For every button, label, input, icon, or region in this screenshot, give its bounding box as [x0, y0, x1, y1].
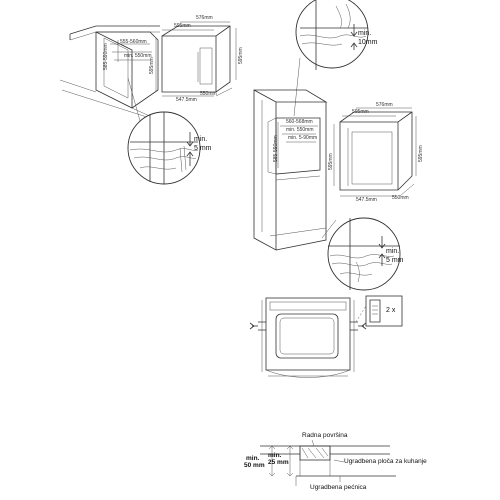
- fig2-oven-depth2: 547.5mm: [356, 197, 377, 203]
- fig1-cab-width: 555-560mm: [120, 39, 147, 45]
- fig2-gap2-min: min.: [386, 248, 400, 255]
- fig2-niche-width: 560-568mm: [286, 119, 313, 125]
- fig2-tall-cabinet: [253, 0, 417, 291]
- min25-label-b: 25 mm: [268, 459, 289, 466]
- fig2-oven-height2: 595mm: [418, 145, 424, 162]
- fig1-oven-depth: 547.5mm: [176, 97, 197, 103]
- fig4-section: [260, 439, 396, 486]
- fig1-oven-height-left: 595mm: [149, 57, 155, 74]
- fig2-gap-min: min.: [358, 30, 372, 37]
- min50-label-b: 50 mm: [244, 462, 265, 469]
- min50-label-a: min.: [246, 455, 260, 462]
- fig2-oven-width: 595mm: [352, 109, 369, 115]
- min25-label-a: min.: [268, 452, 282, 459]
- fig2-oven-depth: 550mm: [392, 195, 409, 201]
- fig1-cab-height: 585-590mm: [103, 43, 109, 70]
- fig1-oven-height-right: 595mm: [238, 47, 244, 64]
- fig2-gap2-value: 5 mm: [386, 257, 404, 264]
- fig2-oven-height: 595mm: [328, 153, 334, 170]
- fig1-oven-width-top: 576mm: [196, 15, 213, 21]
- fig3-screw-count: 2 x: [386, 307, 396, 314]
- label-ugradbena-pecnica: Ugradbena pećnica: [310, 484, 367, 491]
- label-radna-povrsina: Radna površina: [302, 432, 348, 439]
- fig3-fixing: [249, 295, 403, 378]
- fig1-gap-value: 5 mm: [194, 145, 212, 152]
- fig1-undercounter: [59, 21, 237, 185]
- fig2-niche-height: 585-590mm: [273, 135, 279, 162]
- fig1-gap-min: min.: [194, 136, 208, 143]
- fig2-gap-value: 10mm: [358, 39, 378, 46]
- fig2-niche-depth: min. 550mm: [286, 127, 314, 133]
- fig1-oven-width-front: 595mm: [174, 23, 191, 29]
- fig2-niche-width2: min. 5-90mm: [288, 135, 318, 141]
- label-ugradbena-ploca: Ugradbena ploča za kuhanje: [344, 458, 427, 465]
- fig1-cab-depth: min. 550mm: [124, 53, 152, 59]
- fig1-oven-depth2: 550mm: [200, 91, 217, 97]
- fig2-oven-width2: 576mm: [376, 102, 393, 108]
